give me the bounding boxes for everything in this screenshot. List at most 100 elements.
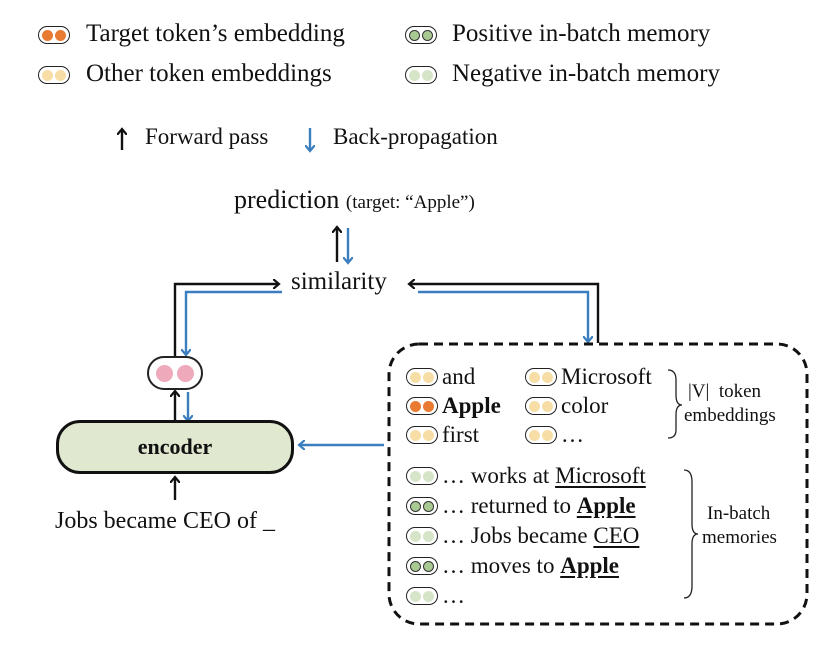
memory-prefix: … returned to <box>442 493 577 518</box>
vocab-row: … <box>525 422 584 448</box>
positive-dot <box>422 29 433 41</box>
vocab-brace-label-2: embeddings <box>684 405 776 426</box>
token-embedding-swatch <box>406 426 438 444</box>
memory-prefix: … <box>442 583 465 608</box>
negative-dot <box>422 69 433 81</box>
memory-keyword: Apple <box>576 493 636 518</box>
memory-brace-label-1: In-batch <box>707 503 771 524</box>
token-embedding-swatch <box>525 368 557 386</box>
other-dot <box>542 371 553 383</box>
target-dot <box>423 400 434 412</box>
target-dot <box>55 29 66 41</box>
positive-dot <box>423 500 434 512</box>
prediction-label: prediction (target: “Apple”) <box>234 185 475 215</box>
encoder-label: encoder <box>137 434 213 459</box>
vocab-row: Microsoft <box>525 364 652 390</box>
token-embedding-swatch <box>525 397 557 415</box>
other-dot <box>542 400 553 412</box>
negative-memory-swatch <box>406 527 438 545</box>
vocab-token: color <box>561 393 609 418</box>
target-dot <box>42 29 53 41</box>
legend-other-label: Other token embeddings <box>86 60 332 87</box>
memory-box <box>387 342 809 626</box>
other-dot <box>423 429 434 441</box>
similarity-label: similarity <box>291 268 387 295</box>
memory-text: … moves to Apple <box>442 553 619 579</box>
encoder-block: encoder <box>56 420 294 474</box>
vocab-brace <box>667 369 683 439</box>
legend-forward-label: Forward pass <box>145 124 269 149</box>
token-embedding-swatch <box>406 368 438 386</box>
negative-dot <box>410 530 421 542</box>
legend-target-label: Target token’s embedding <box>86 20 345 47</box>
forward-arrow-memory-to-similarity <box>410 284 600 343</box>
memory-row: … moves to Apple <box>406 553 619 579</box>
memory-text: … Jobs became CEO <box>442 523 639 549</box>
positive-dot <box>410 500 421 512</box>
memory-brace-label-2: memories <box>702 527 777 548</box>
memory-row: … returned to Apple <box>406 493 636 519</box>
prediction-target-note: (target: “Apple”) <box>345 192 475 213</box>
query-embedding <box>147 356 203 390</box>
vocab-brace-label-1: |V| token <box>688 381 762 402</box>
query-dot <box>177 364 194 382</box>
vocab-token-target: Apple <box>442 393 501 418</box>
negative-memory-swatch <box>406 467 438 485</box>
positive-dot <box>409 29 420 41</box>
memory-row: … <box>406 583 465 609</box>
vocab-token: … <box>561 422 584 447</box>
other-dot <box>410 429 421 441</box>
legend-backprop-label: Back-propagation <box>333 124 498 149</box>
vocab-token: Microsoft <box>561 364 652 389</box>
negative-dot <box>409 69 420 81</box>
vocab-row: Apple <box>406 393 501 419</box>
negative-dot <box>423 590 434 602</box>
negative-dot <box>423 470 434 482</box>
negative-dot <box>410 470 421 482</box>
legend-other-swatch <box>38 66 70 84</box>
legend-positive-swatch <box>405 26 437 44</box>
target-embedding-swatch <box>406 397 438 415</box>
token-embedding-swatch <box>525 426 557 444</box>
memory-row: … Jobs became CEO <box>406 523 639 549</box>
backprop-arrow-similarity-to-query <box>186 290 282 354</box>
memory-text: … <box>442 583 465 609</box>
positive-dot <box>423 560 434 572</box>
negative-dot <box>423 530 434 542</box>
memory-brace <box>683 469 699 599</box>
memory-keyword: CEO <box>593 523 640 548</box>
memory-row: … works at Microsoft <box>406 463 646 489</box>
prediction-text: prediction <box>234 185 340 214</box>
positive-dot <box>410 560 421 572</box>
negative-dot <box>410 590 421 602</box>
vocab-row: and <box>406 364 475 390</box>
vocab-token: and <box>442 364 476 389</box>
positive-memory-swatch <box>406 557 438 575</box>
vocab-token: first <box>442 422 480 447</box>
memory-prefix: … works at <box>442 463 556 488</box>
positive-memory-swatch <box>406 497 438 515</box>
memory-keyword: Apple <box>560 553 619 578</box>
other-dot <box>529 371 540 383</box>
other-dot <box>423 371 434 383</box>
query-dot <box>156 364 173 382</box>
input-sentence: Jobs became CEO of _ <box>55 508 275 534</box>
other-dot <box>55 69 66 81</box>
memory-prefix: … Jobs became <box>442 523 594 548</box>
other-dot <box>410 371 421 383</box>
other-dot <box>529 400 540 412</box>
other-dot <box>529 429 540 441</box>
memory-text: … returned to Apple <box>442 493 636 519</box>
negative-memory-swatch <box>406 587 438 605</box>
legend-negative-swatch <box>405 66 437 84</box>
target-dot <box>410 400 421 412</box>
legend-negative-label: Negative in-batch memory <box>452 60 720 87</box>
vocab-row: first <box>406 422 479 448</box>
vocab-row: color <box>525 393 608 419</box>
legend-positive-label: Positive in-batch memory <box>452 20 711 47</box>
memory-prefix: … moves to <box>442 553 561 578</box>
legend-target-swatch <box>38 26 70 44</box>
other-dot <box>542 429 553 441</box>
backprop-arrow-similarity-to-memory <box>418 290 588 341</box>
